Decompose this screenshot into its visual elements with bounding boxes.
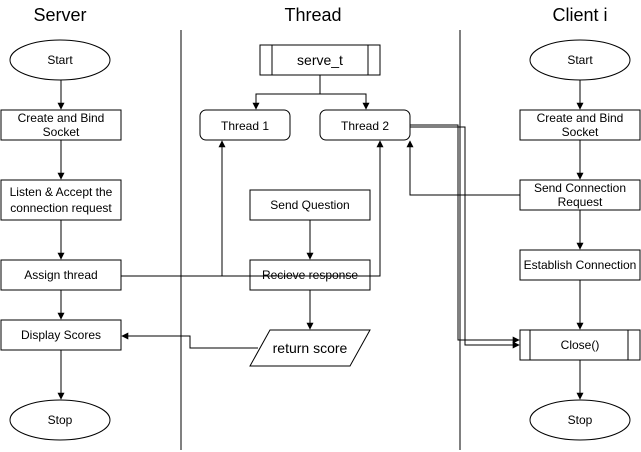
server-start-label: Start bbox=[47, 53, 73, 67]
thread2-label: Thread 2 bbox=[341, 119, 389, 133]
edge-thread2-to-close-a bbox=[410, 124, 520, 344]
server-stop-label: Stop bbox=[48, 413, 73, 427]
return-score-label: return score bbox=[273, 340, 348, 356]
server-display-scores-label: Display Scores bbox=[21, 328, 101, 342]
return-score-node: return score bbox=[249, 329, 371, 367]
server-create-bind-node: Create and Bind Socket bbox=[0, 109, 122, 141]
send-question-node: Send Question bbox=[249, 189, 371, 221]
edge-assign-to-thread2 bbox=[222, 140, 384, 277]
client-close-label: Close() bbox=[561, 338, 600, 352]
client-establish-connection-node: Establish Connection bbox=[519, 249, 641, 281]
client-establish-connection-label: Establish Connection bbox=[524, 258, 637, 272]
send-question-label: Send Question bbox=[270, 198, 349, 212]
server-create-bind-label-line1: Create and Bind bbox=[18, 111, 105, 125]
serve-t-process-node: serve_t bbox=[259, 44, 381, 76]
server-listen-accept-label-line1: Listen & Accept the bbox=[10, 185, 113, 199]
edge-assign-to-thread1 bbox=[121, 140, 226, 277]
edge-serve-to-thread2 bbox=[320, 93, 370, 110]
client-stop-label: Stop bbox=[568, 413, 593, 427]
client-create-bind-label-line2: Socket bbox=[562, 125, 599, 139]
edge-serve-to-thread1 bbox=[252, 75, 321, 110]
server-listen-accept-node: Listen & Accept the connection request bbox=[0, 179, 122, 221]
receive-response-label: Recieve response bbox=[262, 268, 358, 282]
server-assign-thread-node: Assign thread bbox=[0, 259, 122, 291]
client-start-node: Start bbox=[529, 39, 631, 81]
client-send-connection-label-line1: Send Connection bbox=[534, 181, 626, 195]
thread1-node: Thread 1 bbox=[199, 109, 291, 141]
client-send-connection-node: Send Connection Request bbox=[519, 179, 641, 211]
server-assign-thread-label: Assign thread bbox=[24, 268, 97, 282]
server-create-bind-label-line2: Socket bbox=[43, 125, 80, 139]
receive-response-node: Recieve response bbox=[249, 259, 371, 291]
edge-thread2-to-close-b bbox=[410, 126, 520, 349]
edge-connection-request-to-thread2 bbox=[406, 140, 520, 196]
client-send-connection-label-line2: Request bbox=[558, 195, 603, 209]
client-start-label: Start bbox=[567, 53, 593, 67]
edge-return-to-display bbox=[121, 332, 258, 349]
server-start-node: Start bbox=[9, 39, 111, 81]
thread1-label: Thread 1 bbox=[221, 119, 269, 133]
lane-title-thread: Thread bbox=[284, 5, 341, 25]
client-close-process-node: Close() bbox=[519, 329, 641, 361]
server-stop-node: Stop bbox=[9, 399, 111, 441]
server-listen-accept-label-line2: connection request bbox=[10, 201, 112, 215]
lane-title-client: Client i bbox=[552, 5, 607, 25]
lane-title-server: Server bbox=[33, 5, 86, 25]
thread2-node: Thread 2 bbox=[319, 109, 411, 141]
client-stop-node: Stop bbox=[529, 399, 631, 441]
server-display-scores-node: Display Scores bbox=[0, 319, 122, 351]
client-create-bind-label-line1: Create and Bind bbox=[537, 111, 624, 125]
client-create-bind-node: Create and Bind Socket bbox=[519, 109, 641, 141]
serve-t-label: serve_t bbox=[297, 52, 343, 68]
